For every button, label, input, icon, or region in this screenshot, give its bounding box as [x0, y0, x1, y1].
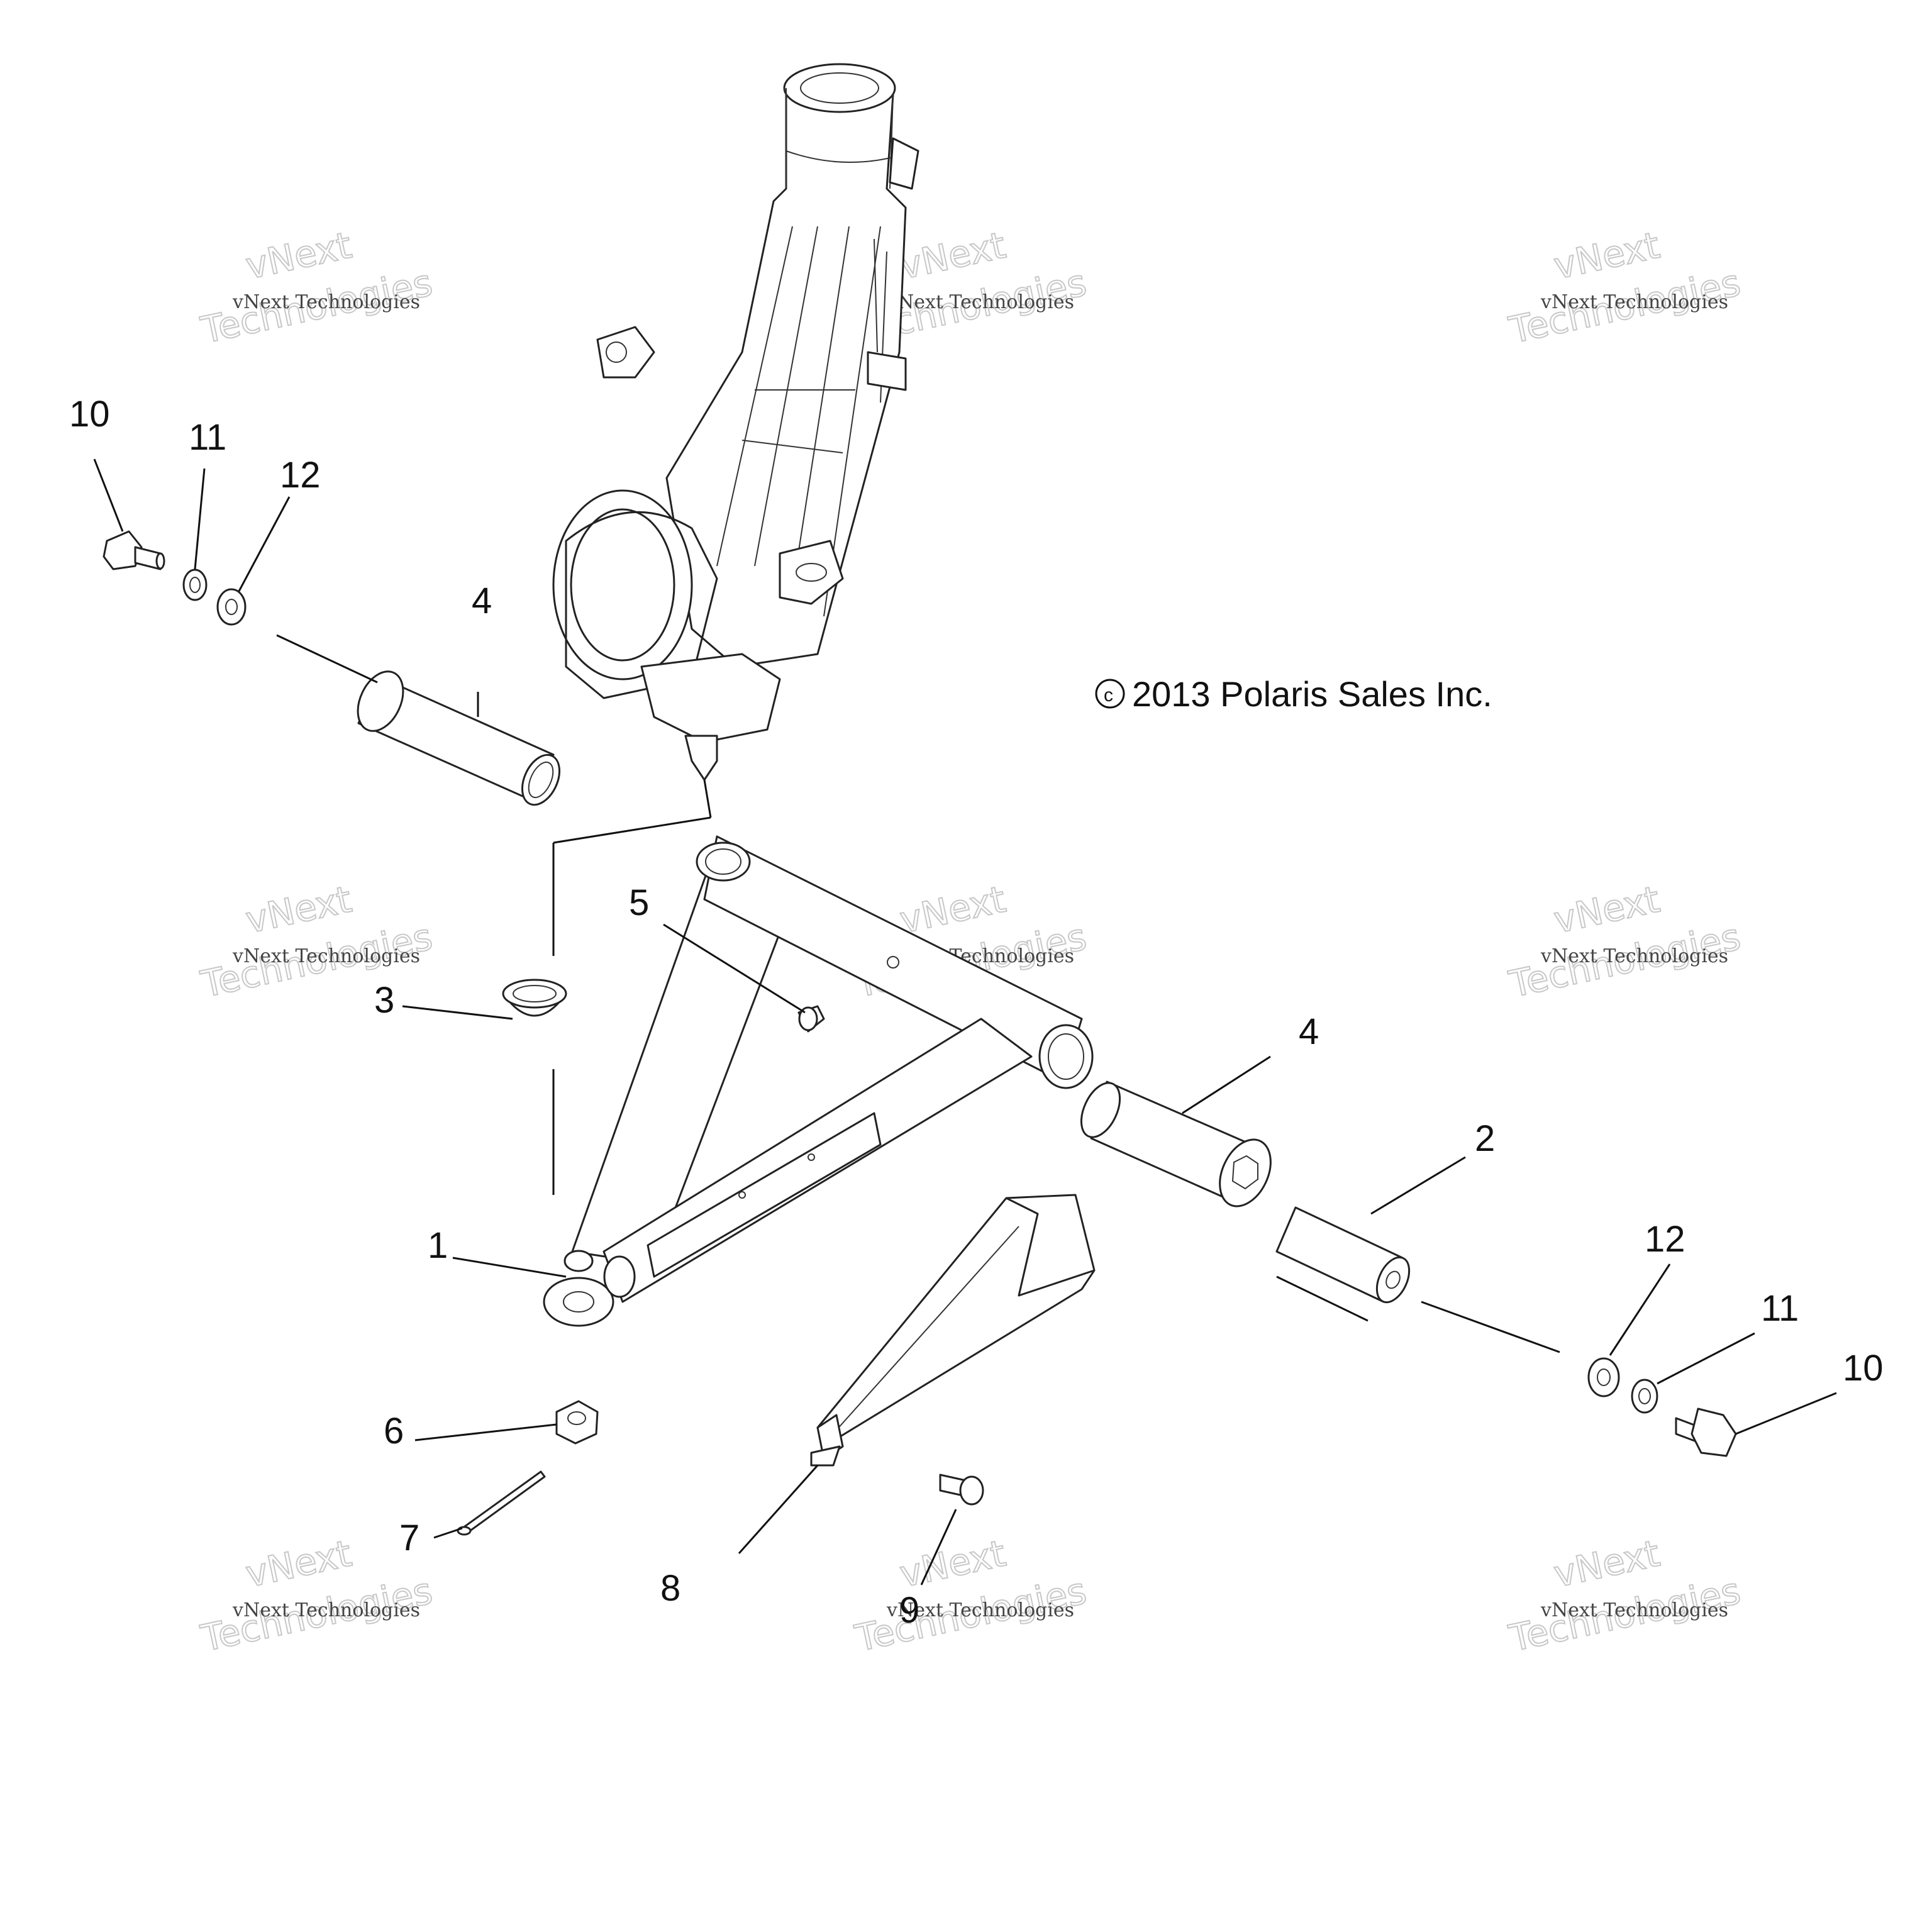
left-lock-washer	[182, 569, 208, 601]
callout-6: 6	[384, 1411, 404, 1452]
a-arm-guard	[810, 1194, 1096, 1467]
callout-12-left: 12	[280, 455, 321, 496]
svg-text:vNext: vNext	[1550, 224, 1663, 288]
callout-2: 2	[1475, 1118, 1495, 1159]
right-bolt	[1675, 1407, 1737, 1457]
copyright-text: 2013 Polaris Sales Inc.	[1132, 674, 1492, 714]
left-flat-washer	[216, 588, 247, 626]
watermark-bottom-right: vNext Technologies vNext Technologies	[1505, 1531, 1745, 1661]
svg-text:vNext: vNext	[1550, 1532, 1663, 1596]
svg-text:vNext Technologies: vNext Technologies	[886, 291, 1074, 313]
cotter-pin	[457, 1470, 546, 1536]
leader-lines	[93, 458, 1837, 1585]
copyright-notice: c 2013 Polaris Sales Inc.	[1095, 674, 1492, 714]
svg-text:vNext Technologies: vNext Technologies	[232, 1599, 420, 1621]
callout-10-left: 10	[69, 394, 110, 435]
copyright-circle-icon	[1095, 679, 1125, 709]
castle-nut	[555, 1400, 599, 1445]
right-flat-washer	[1587, 1357, 1620, 1397]
svg-text:vNext: vNext	[242, 1532, 355, 1596]
svg-text:vNext Technologies: vNext Technologies	[1540, 1599, 1728, 1621]
callout-11-right: 11	[1761, 1288, 1799, 1329]
callout-7: 7	[399, 1518, 419, 1558]
a-arm	[543, 835, 1094, 1327]
steering-knuckle	[552, 63, 919, 818]
watermark-mid-right: vNext Technologies vNext Technologies	[1505, 877, 1745, 1007]
ball-joint-cup	[502, 979, 567, 1017]
guard-screw	[939, 1474, 984, 1506]
callout-1: 1	[428, 1225, 448, 1266]
svg-text:vNext: vNext	[242, 878, 355, 942]
pivot-sleeve-lower	[1080, 1080, 1272, 1208]
callout-11-left: 11	[189, 417, 226, 458]
svg-text:vNext: vNext	[242, 224, 355, 288]
svg-text:vNext: vNext	[896, 224, 1009, 288]
callout-9: 9	[899, 1590, 919, 1631]
svg-text:vNext: vNext	[1550, 878, 1663, 942]
svg-text:vNext: vNext	[896, 878, 1009, 942]
callout-4-lower: 4	[1299, 1011, 1319, 1052]
watermark-top-left: vNext Technologies vNext Technologies	[197, 223, 437, 353]
svg-text:vNext Technologies: vNext Technologies	[1540, 945, 1728, 967]
callout-8: 8	[660, 1568, 680, 1609]
svg-text:vNext Technologies: vNext Technologies	[886, 1599, 1074, 1621]
right-lock-washer	[1631, 1379, 1658, 1414]
pivot-sleeve-upper	[357, 670, 561, 806]
watermark-top-right: vNext Technologies vNext Technologies	[1505, 223, 1745, 353]
copyright-symbol: c	[1104, 685, 1113, 706]
left-bolt	[103, 530, 165, 570]
callout-10-right: 10	[1843, 1348, 1884, 1389]
svg-text:vNext: vNext	[896, 1532, 1009, 1596]
svg-text:vNext Technologies: vNext Technologies	[232, 291, 420, 313]
svg-text:vNext Technologies: vNext Technologies	[232, 945, 420, 967]
watermark-group: vNext Technologies vNext Technologies vN…	[197, 223, 1745, 1661]
callout-3: 3	[374, 980, 394, 1021]
callout-12-right: 12	[1645, 1219, 1685, 1260]
watermark-mid-left: vNext Technologies vNext Technologies	[197, 877, 437, 1007]
callout-4-upper: 4	[472, 580, 492, 621]
callout-numbers: 1 2 3 4 4 5 6 7 8 9 10 10 11 11 12 12	[69, 394, 1884, 1631]
callout-5: 5	[629, 882, 649, 923]
svg-text:vNext Technologies: vNext Technologies	[1540, 291, 1728, 313]
spacer-tube	[1275, 1206, 1411, 1304]
watermark-bottom-center: vNext Technologies vNext Technologies	[851, 1531, 1091, 1661]
